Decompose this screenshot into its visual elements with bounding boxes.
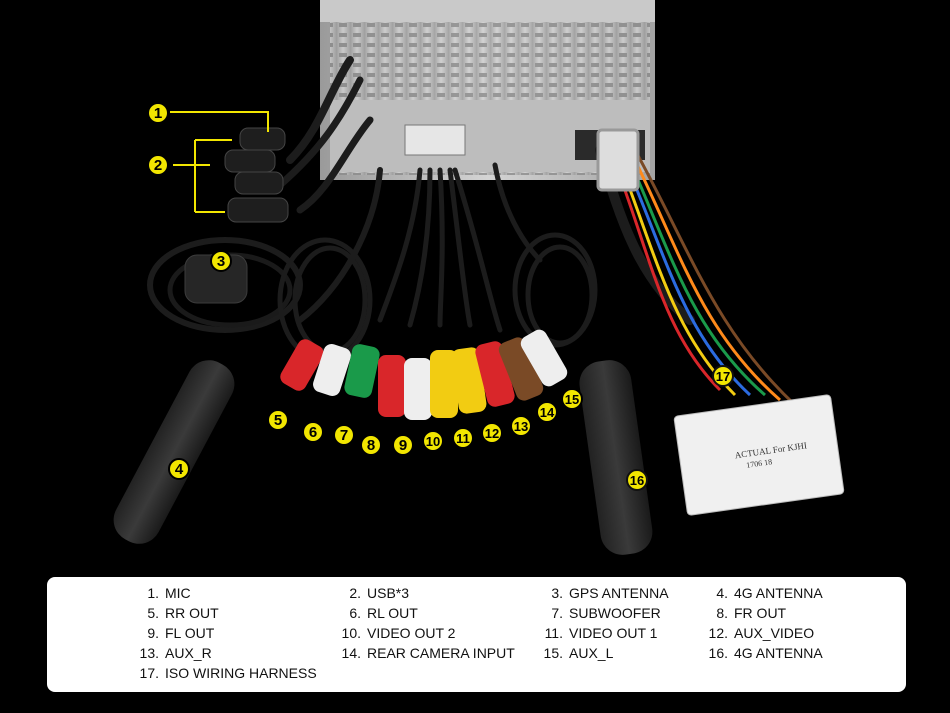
callout-1: 1 [147, 102, 169, 124]
callout-9: 9 [392, 434, 414, 456]
legend-item: 4.4G ANTENNA [716, 585, 823, 601]
legend-item: 12.AUX_VIDEO [708, 625, 815, 641]
callout-16: 16 [626, 469, 648, 491]
legend-item: 6.RL OUT [349, 605, 418, 621]
legend-item: 14.REAR CAMERA INPUT [341, 645, 515, 661]
callout-7: 7 [333, 424, 355, 446]
legend-row: 17.ISO WIRING HARNESS [47, 665, 906, 685]
iso-harness-wires [596, 128, 797, 407]
legend-item: 8.FR OUT [716, 605, 787, 621]
callout-5: 5 [267, 409, 289, 431]
legend-item: 10.VIDEO OUT 2 [341, 625, 456, 641]
gps-antenna [147, 237, 303, 333]
legend-item: 7.SUBWOOFER [551, 605, 661, 621]
callout-6: 6 [302, 421, 324, 443]
legend-item: 5.RR OUT [147, 605, 219, 621]
legend-item: 9.FL OUT [147, 625, 215, 641]
legend-item: 11.VIDEO OUT 1 [544, 625, 658, 641]
legend-panel: 1.MIC 2.USB*3 3.GPS ANTENNA 4.4G ANTENNA… [47, 577, 906, 692]
callout-12: 12 [481, 422, 503, 444]
legend-item: 1.MIC [147, 585, 191, 601]
product-photo: ACTUAL For KJHI 1706 18 [113, 0, 845, 555]
callout-14: 14 [536, 401, 558, 423]
callout-10: 10 [422, 430, 444, 452]
iso-connector: ACTUAL For KJHI 1706 18 [673, 394, 845, 516]
legend-item: 3.GPS ANTENNA [551, 585, 669, 601]
legend-row: 5.RR OUT 6.RL OUT 7.SUBWOOFER 8.FR OUT [47, 605, 906, 625]
legend-row: 1.MIC 2.USB*3 3.GPS ANTENNA 4.4G ANTENNA [47, 585, 906, 605]
legend-row: 13.AUX_R 14.REAR CAMERA INPUT 15.AUX_L 1… [47, 645, 906, 665]
callout-15: 15 [561, 388, 583, 410]
legend-item: 2.USB*3 [349, 585, 410, 601]
rca-plugs [280, 329, 568, 420]
callout-8: 8 [360, 434, 382, 456]
legend-item: 16.4G ANTENNA [708, 645, 823, 661]
callout-4: 4 [168, 458, 190, 480]
4g-antenna-left [113, 360, 235, 544]
callout-3: 3 [210, 250, 232, 272]
legend-row: 9.FL OUT 10.VIDEO OUT 2 11.VIDEO OUT 1 1… [47, 625, 906, 645]
legend-item: 17.ISO WIRING HARNESS [139, 665, 317, 681]
callout-13: 13 [510, 415, 532, 437]
callout-brackets [170, 111, 269, 213]
connector-label-line2: 1706 18 [746, 457, 773, 470]
legend-item: 13.AUX_R [139, 645, 212, 661]
callout-11: 11 [452, 427, 474, 449]
4g-antenna-right [579, 360, 653, 555]
usb-connectors [224, 127, 289, 223]
callout-17: 17 [712, 365, 734, 387]
callout-2: 2 [147, 154, 169, 176]
legend-item: 15.AUX_L [543, 645, 614, 661]
